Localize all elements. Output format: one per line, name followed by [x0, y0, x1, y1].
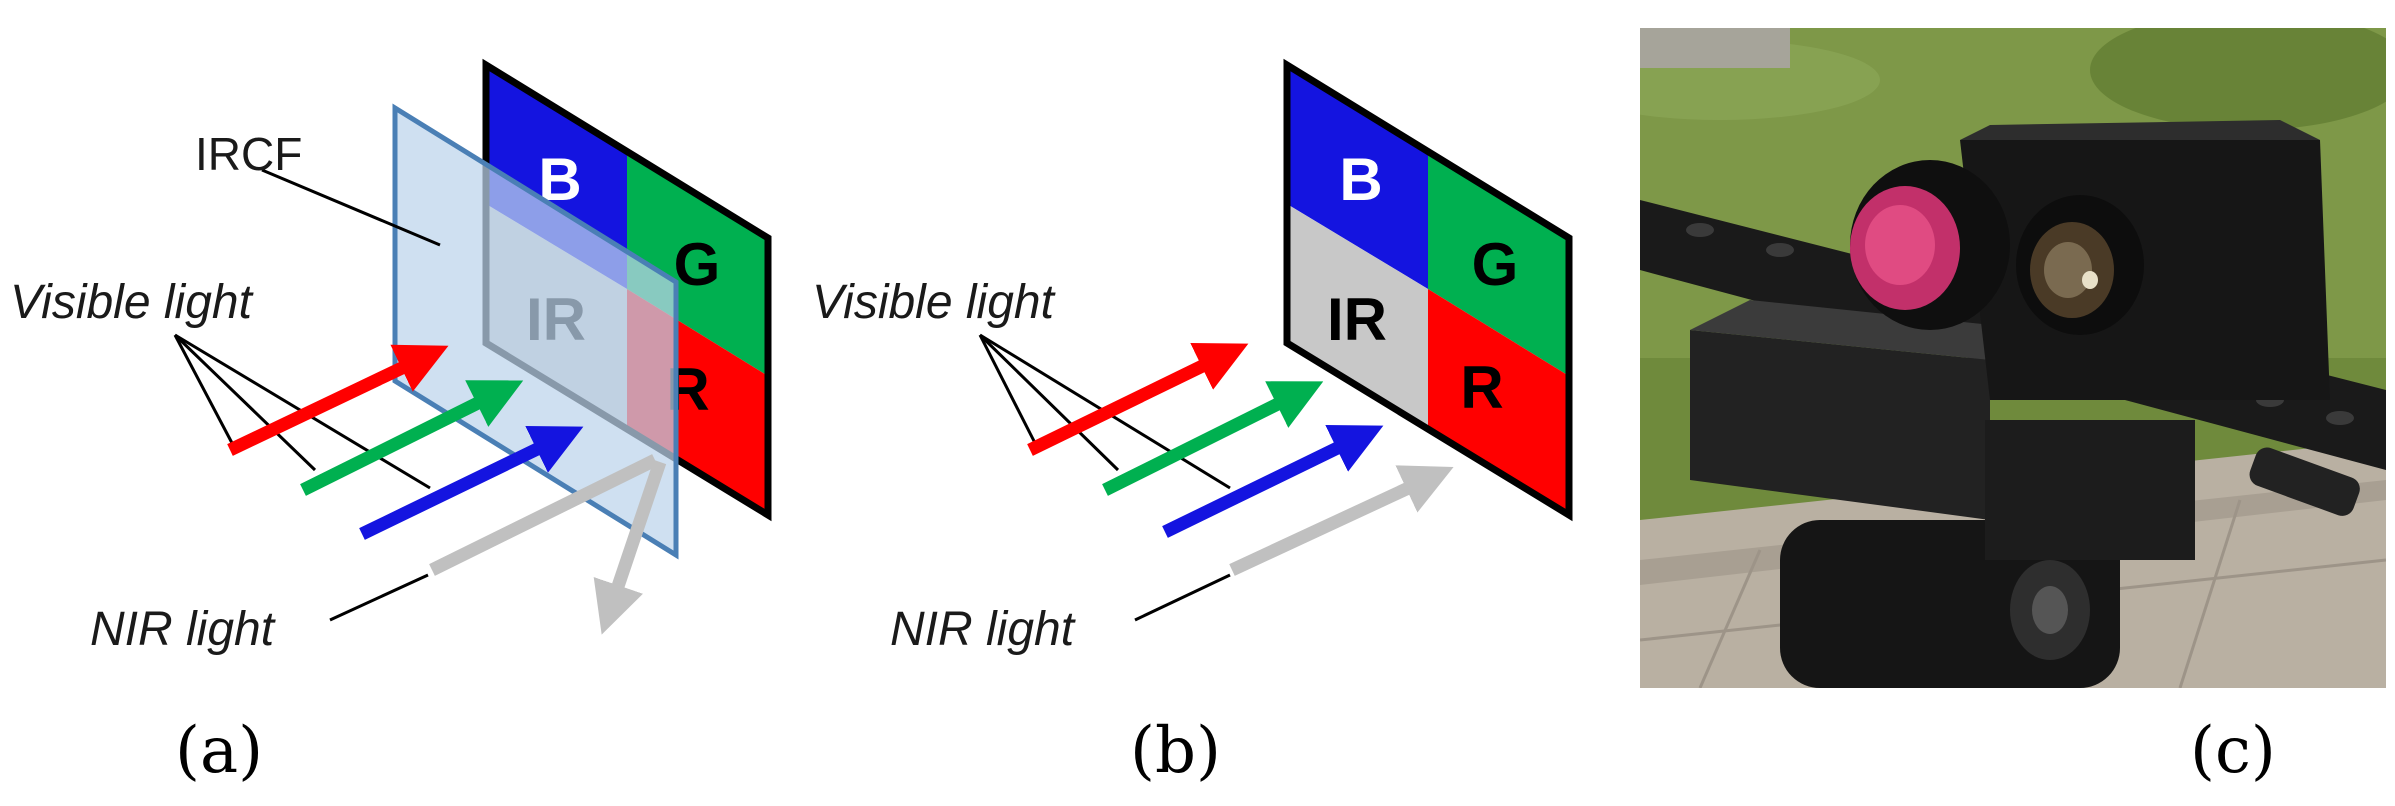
red-arrow-a	[227, 344, 449, 456]
visible-light-label-a: Visible light	[10, 276, 254, 329]
sensor-b: B G IR R	[1283, 58, 1573, 522]
panel-b: B G IR R Visible light NIR light (b)	[812, 58, 1573, 788]
panel-c-photo	[1640, 28, 2386, 688]
cell-g-b	[1428, 151, 1569, 376]
nir-light-label-a: NIR light	[90, 603, 276, 656]
sensor-border-b	[1283, 58, 1573, 522]
green-arrow-b	[1102, 381, 1324, 496]
cell-r-label-b: R	[1460, 354, 1503, 421]
nir-arrow-reflect-a	[593, 459, 667, 635]
cell-r-b	[1428, 289, 1569, 515]
blue-arrow-a	[359, 425, 584, 540]
panel-a: B G IR R IRCF Visible light NIR light (a…	[10, 58, 772, 788]
nir-leader-a	[329, 573, 429, 622]
visible-leader-a2	[173, 333, 317, 472]
red-arrow-b	[1027, 343, 1249, 456]
visible-leader-b1	[978, 334, 1037, 444]
cell-g-label-a: G	[674, 231, 721, 298]
cell-g-label-b: G	[1472, 231, 1519, 298]
visible-leader-b2	[978, 333, 1120, 472]
caption-b: (b)	[1130, 714, 1221, 788]
visible-leader-a1	[173, 334, 234, 444]
ircf-label: IRCF	[195, 128, 302, 180]
visible-light-label-b: Visible light	[812, 276, 1056, 329]
cell-ir-b	[1287, 204, 1428, 428]
nir-arrow-in-a	[429, 454, 658, 576]
blue-arrow-b	[1162, 425, 1384, 538]
cell-g-a	[627, 151, 768, 376]
cell-b-label-b: B	[1339, 146, 1382, 213]
nir-light-label-b: NIR light	[890, 603, 1076, 656]
nir-arrow-b	[1229, 465, 1454, 576]
green-arrow-a	[300, 380, 524, 496]
caption-a: (a)	[175, 714, 263, 788]
cell-b-b	[1287, 65, 1428, 289]
caption-c: (c)	[2190, 714, 2276, 788]
ircf-filter	[392, 103, 679, 560]
cell-ir-label-b: IR	[1327, 286, 1387, 353]
nir-leader-b	[1134, 573, 1231, 622]
ircf-leader	[261, 168, 441, 247]
